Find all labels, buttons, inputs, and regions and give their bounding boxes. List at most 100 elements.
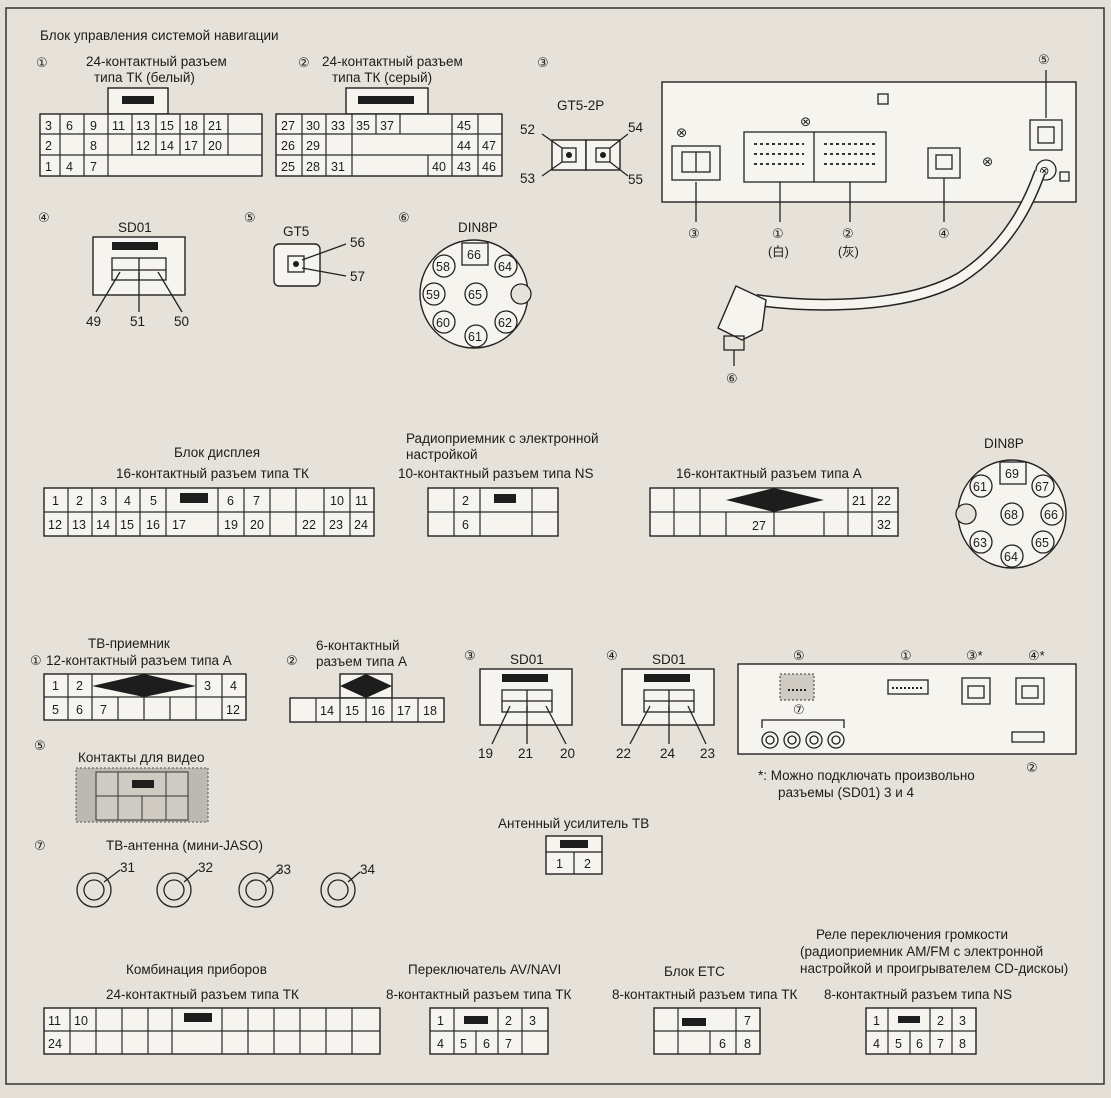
pin-2: 2 bbox=[462, 494, 469, 508]
unit-label-6: ⑥ bbox=[726, 371, 738, 386]
pin-60: 60 bbox=[436, 316, 450, 330]
tv-c7-number: ⑦ bbox=[34, 838, 46, 853]
display-connector-title: 16-контактный разъем типа ТК bbox=[116, 466, 309, 481]
pin-66: 66 bbox=[1044, 508, 1058, 522]
pin-27: 27 bbox=[281, 119, 295, 133]
nav-unit-body: ⑤ ⊗ ⊗ ⊗ ⊗ ③ ① (白) ② (灰) ④ ⑥ bbox=[661, 52, 1077, 386]
pin-20: 20 bbox=[560, 746, 575, 761]
pin-7: 7 bbox=[937, 1037, 944, 1051]
unit-label-3: ③ bbox=[688, 226, 700, 241]
tv-unit-label-7: ⑦ bbox=[793, 702, 805, 717]
radio-connector-a16: 21 22 27 32 bbox=[649, 487, 899, 537]
pin-24: 24 bbox=[48, 1037, 62, 1051]
pin-21: 21 bbox=[852, 494, 866, 508]
tv-c2-number: ② bbox=[286, 653, 298, 668]
pin-5: 5 bbox=[460, 1037, 467, 1051]
tv-unit-label-2: ② bbox=[1026, 760, 1038, 775]
pin-18: 18 bbox=[423, 704, 437, 718]
nav-unit-title: Блок управления системой навигации bbox=[40, 28, 279, 43]
nav-c2-number: ② bbox=[298, 55, 310, 70]
pin-29: 29 bbox=[306, 139, 320, 153]
pin-10: 10 bbox=[330, 494, 344, 508]
nav-c2-connector: 27 30 33 35 37 45 26 29 44 47 25 28 31 4… bbox=[275, 87, 503, 177]
pin-10: 10 bbox=[74, 1014, 88, 1028]
pin-6: 6 bbox=[916, 1037, 923, 1051]
amp-title: Антенный усилитель ТВ bbox=[498, 816, 649, 831]
pin-34: 34 bbox=[360, 862, 376, 877]
nav-c6-number: ⑥ bbox=[398, 210, 410, 225]
pin-46: 46 bbox=[482, 160, 496, 174]
nav-c2-key bbox=[358, 96, 414, 104]
pin-52: 52 bbox=[520, 122, 535, 137]
nav-c4-connector: SD01 49 51 50 bbox=[86, 220, 189, 329]
unit-label-4: ④ bbox=[938, 226, 950, 241]
cluster-connector-title: 24-контактный разъем типа ТК bbox=[106, 987, 299, 1002]
tv-c5-title: Контакты для видео bbox=[78, 750, 204, 765]
pin-22: 22 bbox=[302, 518, 316, 532]
pin-15: 15 bbox=[160, 119, 174, 133]
tv-c4-label: SD01 bbox=[652, 652, 686, 667]
pin-9: 9 bbox=[90, 119, 97, 133]
pin-58: 58 bbox=[436, 260, 450, 274]
tv-unit-label-3: ③* bbox=[966, 648, 983, 663]
unit-label-white: (白) bbox=[768, 244, 789, 259]
pin-62: 62 bbox=[498, 316, 512, 330]
radio-title-line1: Радиоприемник с электронной bbox=[406, 431, 599, 446]
pin-4: 4 bbox=[230, 679, 237, 693]
pin-1: 1 bbox=[556, 857, 563, 871]
pin-3: 3 bbox=[100, 494, 107, 508]
pin-17: 17 bbox=[184, 139, 198, 153]
radio-connector-ns10: 2 6 bbox=[427, 487, 559, 537]
pin-4: 4 bbox=[873, 1037, 880, 1051]
pin-17: 17 bbox=[397, 704, 411, 718]
tv-c1-title-line1: ТВ-приемник bbox=[88, 636, 170, 651]
pin-14: 14 bbox=[160, 139, 174, 153]
nav-c1-title-line1: 24-контактный разъем bbox=[86, 54, 227, 69]
pin-26: 26 bbox=[281, 139, 295, 153]
pin-4: 4 bbox=[124, 494, 131, 508]
pin-12: 12 bbox=[48, 518, 62, 532]
pin-24: 24 bbox=[660, 746, 676, 761]
gt5-label: GT5 bbox=[283, 224, 309, 239]
pin-63: 63 bbox=[973, 536, 987, 550]
pin-69: 69 bbox=[1005, 467, 1019, 481]
pin-6: 6 bbox=[462, 518, 469, 532]
etc-connector-8tk: 7 6 8 bbox=[653, 1007, 761, 1055]
relay-connector-title: 8-контактный разъем типа NS bbox=[824, 987, 1012, 1002]
pin-30: 30 bbox=[306, 119, 320, 133]
pin-55: 55 bbox=[628, 172, 643, 187]
pin-31: 31 bbox=[120, 860, 135, 875]
pin-4: 4 bbox=[66, 160, 73, 174]
pin-1: 1 bbox=[52, 494, 59, 508]
pin-25: 25 bbox=[281, 160, 295, 174]
nav-c4-number: ④ bbox=[38, 210, 50, 225]
unit-marker-1: ⊗ bbox=[676, 125, 687, 140]
pin-1: 1 bbox=[52, 679, 59, 693]
unit-marker-2: ⊗ bbox=[800, 114, 811, 129]
pin-50: 50 bbox=[174, 314, 189, 329]
pin-67: 67 bbox=[1035, 480, 1049, 494]
pin-7: 7 bbox=[253, 494, 260, 508]
pin-31: 31 bbox=[331, 160, 345, 174]
pin-54: 54 bbox=[628, 120, 644, 135]
pin-56: 56 bbox=[350, 235, 365, 250]
pin-2: 2 bbox=[584, 857, 591, 871]
pin-13: 13 bbox=[136, 119, 150, 133]
pin-2: 2 bbox=[45, 139, 52, 153]
nav-c6-connector: DIN8P 66 64 58 59 65 60 62 61 bbox=[419, 220, 532, 349]
pin-18: 18 bbox=[184, 119, 198, 133]
pin-61: 61 bbox=[468, 330, 482, 344]
cluster-title: Комбинация приборов bbox=[126, 962, 267, 977]
pin-68: 68 bbox=[1004, 508, 1018, 522]
tv-c3-label: SD01 bbox=[510, 652, 544, 667]
display-connector-16tk: 1 2 3 4 5 6 7 10 11 12 13 14 15 16 17 19… bbox=[43, 487, 375, 537]
pin-32: 32 bbox=[198, 860, 213, 875]
pin-11: 11 bbox=[112, 119, 125, 133]
pin-17: 17 bbox=[172, 518, 186, 532]
pin-59: 59 bbox=[426, 288, 440, 302]
unit-label-gray: (灰) bbox=[838, 245, 859, 259]
pin-1: 1 bbox=[437, 1014, 444, 1028]
relay-title-line2: (радиоприемник AM/FM с электронной bbox=[800, 944, 1043, 959]
display-title: Блок дисплея bbox=[174, 445, 260, 460]
tv-c4-connector: SD01 22 24 23 bbox=[616, 652, 715, 761]
